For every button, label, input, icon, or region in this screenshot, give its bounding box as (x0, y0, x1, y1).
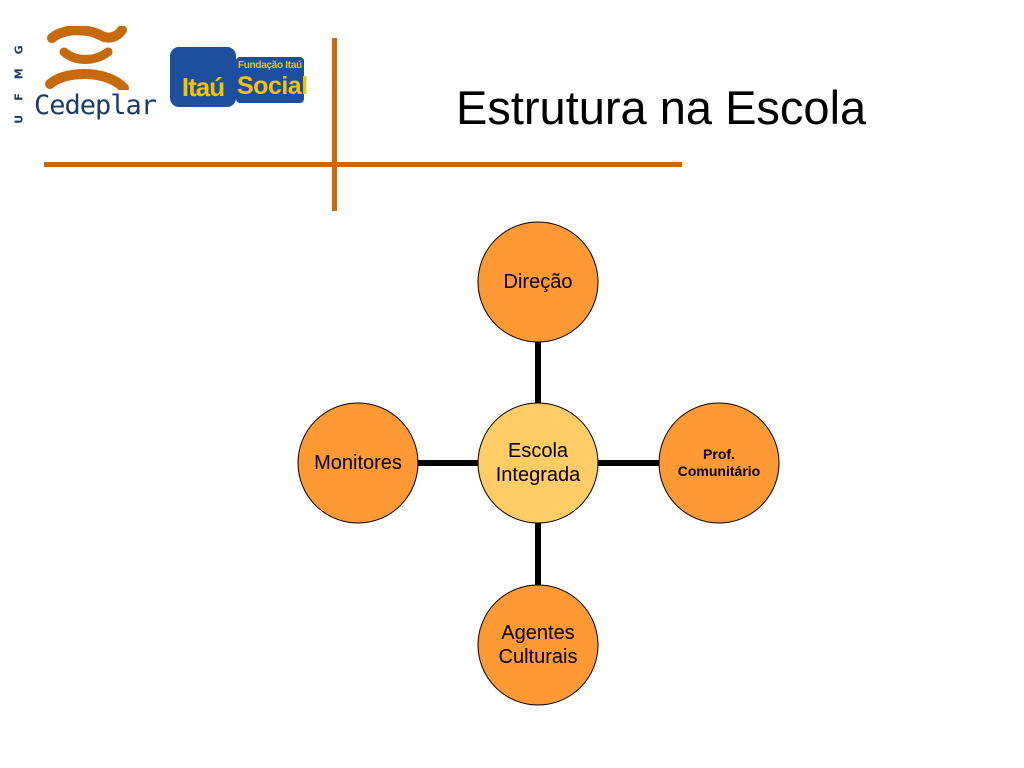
node-agentes-culturais-label: Agentes Culturais (478, 614, 598, 676)
node-escola-integrada-label: Escola Integrada (478, 432, 598, 494)
node-agentes-culturais (477, 584, 599, 706)
header-vertical-rule (332, 38, 337, 211)
node-monitores (297, 402, 419, 524)
node-agentes-text-line1: Agentes (501, 622, 575, 644)
page-title: Estrutura na Escola (456, 81, 867, 134)
node-prof-comunitario-label: Prof. Comunitário (659, 443, 779, 483)
node-escola-text-line2: Integrada (495, 464, 581, 486)
itau-logo-text: Itaú (181, 72, 225, 102)
node-escola-integrada (477, 402, 599, 524)
connectors (418, 340, 660, 586)
cedeplar-logo-mark (45, 26, 129, 90)
node-direcao (477, 221, 599, 343)
node-prof-text-line1: Prof. (703, 446, 735, 463)
fundacao-logo-text: Fundação Itaú (238, 60, 302, 71)
node-direcao-label: Direção (478, 262, 598, 302)
cedeplar-logo-text: Cedeplar (34, 90, 157, 121)
social-logo-text: Social (237, 72, 308, 100)
node-monitores-text: Monitores (314, 452, 402, 474)
node-monitores-label: Monitores (298, 443, 418, 483)
header-horizontal-rule (44, 162, 682, 167)
itau-social-logo (170, 47, 304, 107)
node-prof-text-line2: Comunitário (677, 463, 761, 479)
node-prof-comunitario (658, 402, 780, 524)
node-escola-text-line1: Escola (507, 440, 569, 462)
node-direcao-text: Direção (503, 271, 573, 293)
node-agentes-text-line2: Culturais (498, 646, 578, 668)
